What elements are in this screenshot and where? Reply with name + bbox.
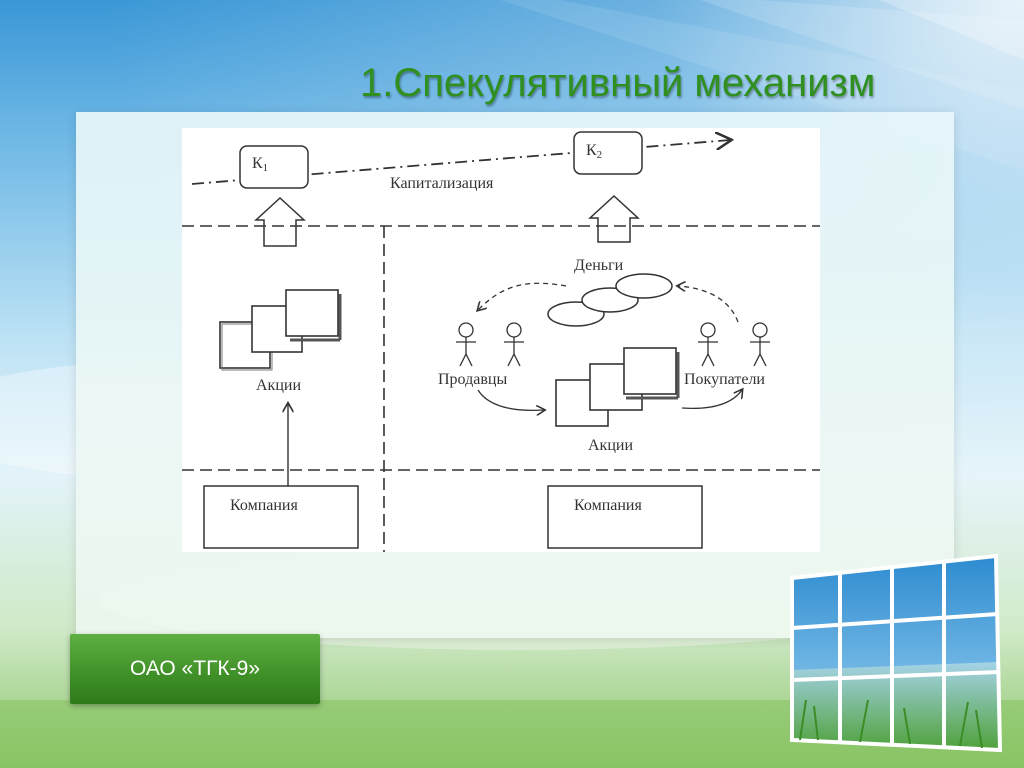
k2-subscript: 2 <box>597 149 603 161</box>
sellers-label: Продавцы <box>438 371 507 388</box>
right-shares-label: Акции <box>588 437 633 454</box>
svg-text:К2: К2 <box>586 142 602 161</box>
company-badge: ОАО «ТГК-9» <box>70 634 320 704</box>
buyers-label: Покупатели <box>684 371 765 388</box>
seller-figures <box>456 322 524 367</box>
shares-to-buyers-arrow <box>681 390 742 410</box>
capitalization-label: Капитализация <box>390 175 494 192</box>
left-shares-label: Акции <box>256 377 301 394</box>
buyer-figures <box>698 322 770 367</box>
svg-text:К1: К1 <box>252 155 268 174</box>
k2-label: К <box>586 142 597 159</box>
glass-cube-decoration <box>790 553 1003 753</box>
money-flow-left-arrow <box>478 282 567 310</box>
right-shares-stack <box>555 347 680 427</box>
money-flow-right-arrow <box>678 286 739 323</box>
right-company-label: Компания <box>574 497 642 514</box>
up-arrow-left <box>254 196 306 247</box>
left-company-box: Компания <box>203 485 359 549</box>
sellers-to-shares-arrow <box>477 389 544 410</box>
right-company-box: Компания <box>547 485 703 549</box>
company-badge-label: ОАО «ТГК-9» <box>129 657 261 680</box>
speculative-mechanism-diagram: К1 К2 Капитализация Акции <box>182 128 820 552</box>
money-coins <box>547 273 673 327</box>
left-shares-stack <box>219 289 342 371</box>
left-company-label: Компания <box>230 497 298 514</box>
up-arrow-right <box>588 194 640 243</box>
k1-label: К <box>252 155 263 172</box>
k1-box: К1 <box>239 145 309 189</box>
k1-subscript: 1 <box>263 162 269 174</box>
money-label: Деньги <box>574 257 624 274</box>
k2-box: К2 <box>573 131 643 175</box>
slide-title: 1.Спекулятивный механизм <box>360 61 876 105</box>
